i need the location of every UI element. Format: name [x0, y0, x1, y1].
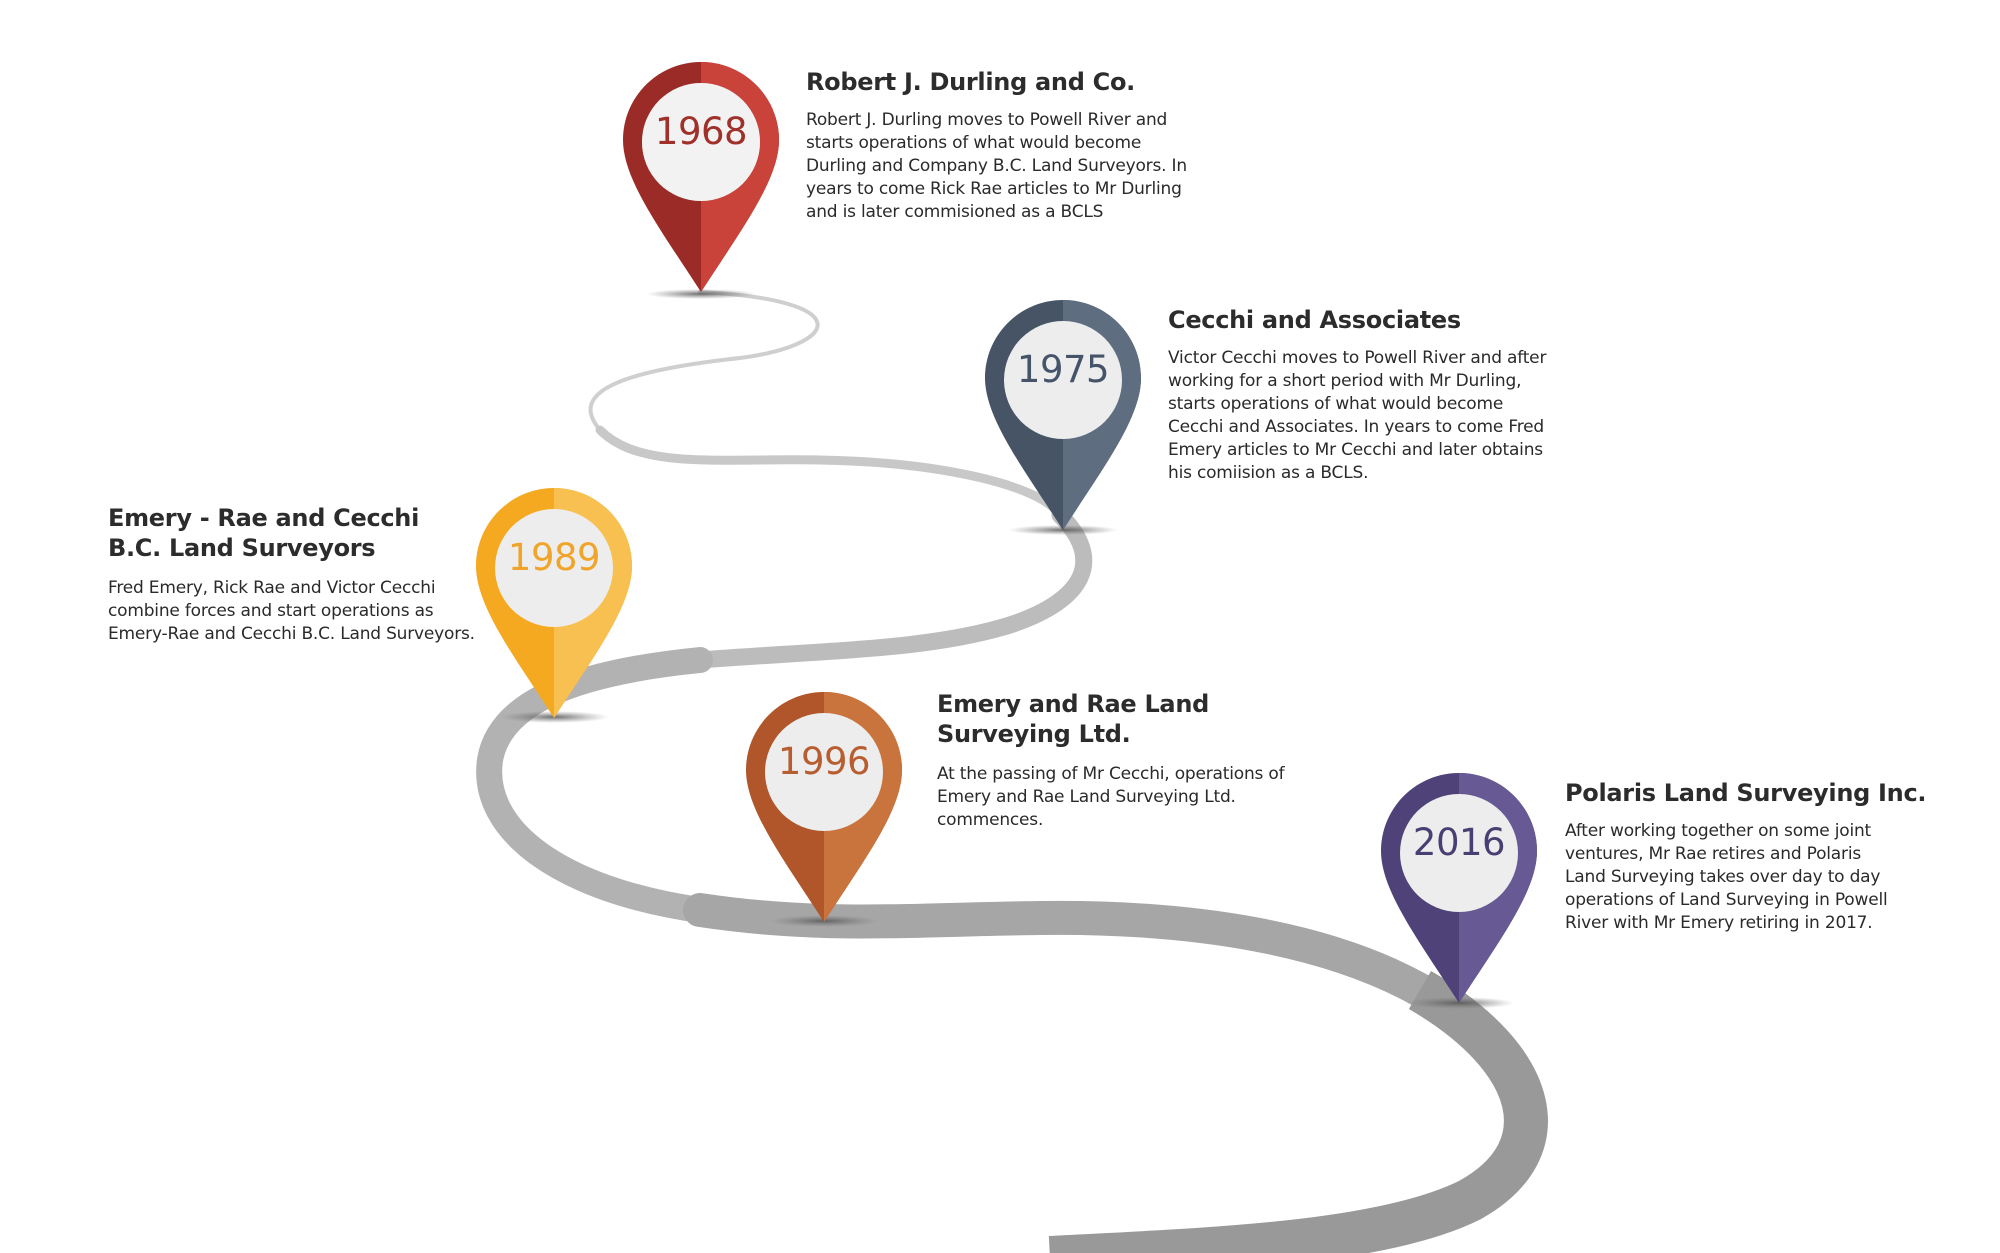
milestone-title: Robert J. Durling and Co.	[806, 68, 1135, 96]
milestone-title: Emery and Rae Land Surveying Ltd.	[937, 689, 1327, 749]
pin-2016: 2016	[1381, 773, 1537, 1013]
map-pin-icon	[746, 692, 902, 922]
map-pin-icon	[985, 300, 1141, 530]
map-pin-icon	[476, 488, 632, 718]
year-label: 1996	[777, 740, 871, 783]
map-pin-icon	[1381, 773, 1537, 1003]
year-label: 1968	[654, 110, 748, 153]
milestone-description: After working together on some joint ven…	[1565, 821, 1888, 933]
year-label: 2016	[1412, 821, 1506, 864]
milestone-1989: Emery - Rae and Cecchi B.C. Land Surveyo…	[108, 503, 498, 646]
pin-1975: 1975	[985, 300, 1141, 540]
milestone-title: Emery - Rae and Cecchi B.C. Land Surveyo…	[108, 503, 498, 563]
pin-1968: 1968	[623, 62, 779, 302]
year-label: 1989	[507, 536, 601, 579]
milestone-title-line: Emery and Rae Land	[937, 690, 1209, 718]
milestone-description: Robert J. Durling moves to Powell River …	[806, 110, 1187, 222]
map-pin-icon	[623, 62, 779, 292]
pin-1996: 1996	[746, 692, 902, 932]
pin-1989: 1989	[476, 488, 632, 728]
milestone-1975: Cecchi and Associates Victor Cecchi move…	[1168, 305, 1588, 485]
milestone-title: Cecchi and Associates	[1168, 306, 1461, 334]
milestone-1968: Robert J. Durling and Co. Robert J. Durl…	[806, 67, 1226, 224]
milestone-1996: Emery and Rae Land Surveying Ltd. At the…	[937, 689, 1327, 832]
year-label: 1975	[1016, 348, 1110, 391]
milestone-2016: Polaris Land Surveying Inc. After workin…	[1565, 778, 1985, 935]
milestone-title-line: B.C. Land Surveyors	[108, 534, 376, 562]
milestone-title-line: Surveying Ltd.	[937, 720, 1131, 748]
pin-shadow	[646, 289, 756, 299]
milestone-description: Fred Emery, Rick Rae and Victor Cecchi c…	[108, 578, 475, 644]
milestone-description: At the passing of Mr Cecchi, operations …	[937, 764, 1285, 830]
milestone-description: Victor Cecchi moves to Powell River and …	[1168, 348, 1547, 483]
milestone-title-line: Emery - Rae and Cecchi	[108, 504, 420, 532]
milestone-title: Polaris Land Surveying Inc.	[1565, 779, 1927, 807]
